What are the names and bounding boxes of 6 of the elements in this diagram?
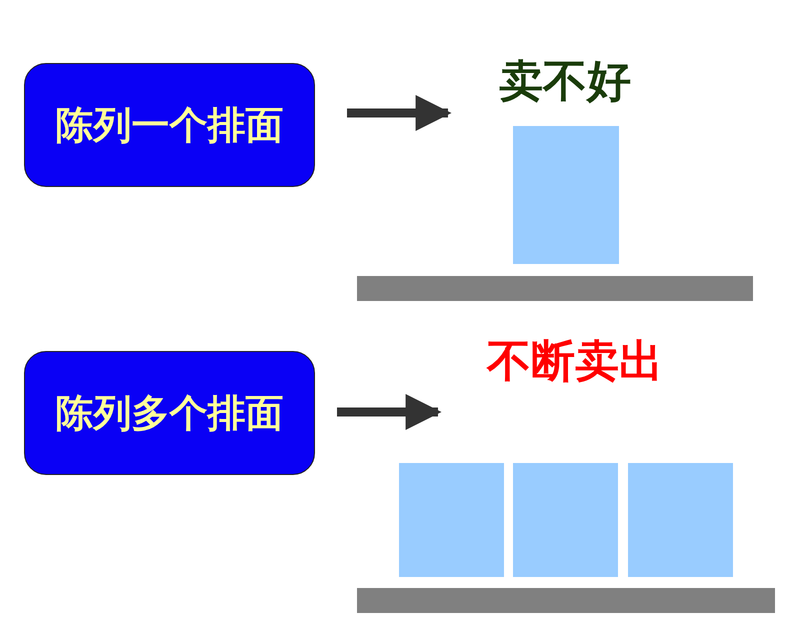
heading-text: 不断卖出 (450, 332, 700, 390)
label-box: 陈列一个排面 (24, 63, 315, 187)
label-box: 陈列多个排面 (24, 351, 315, 475)
heading-text: 卖不好 (460, 52, 670, 110)
arrow (337, 394, 442, 430)
arrow (347, 95, 452, 131)
